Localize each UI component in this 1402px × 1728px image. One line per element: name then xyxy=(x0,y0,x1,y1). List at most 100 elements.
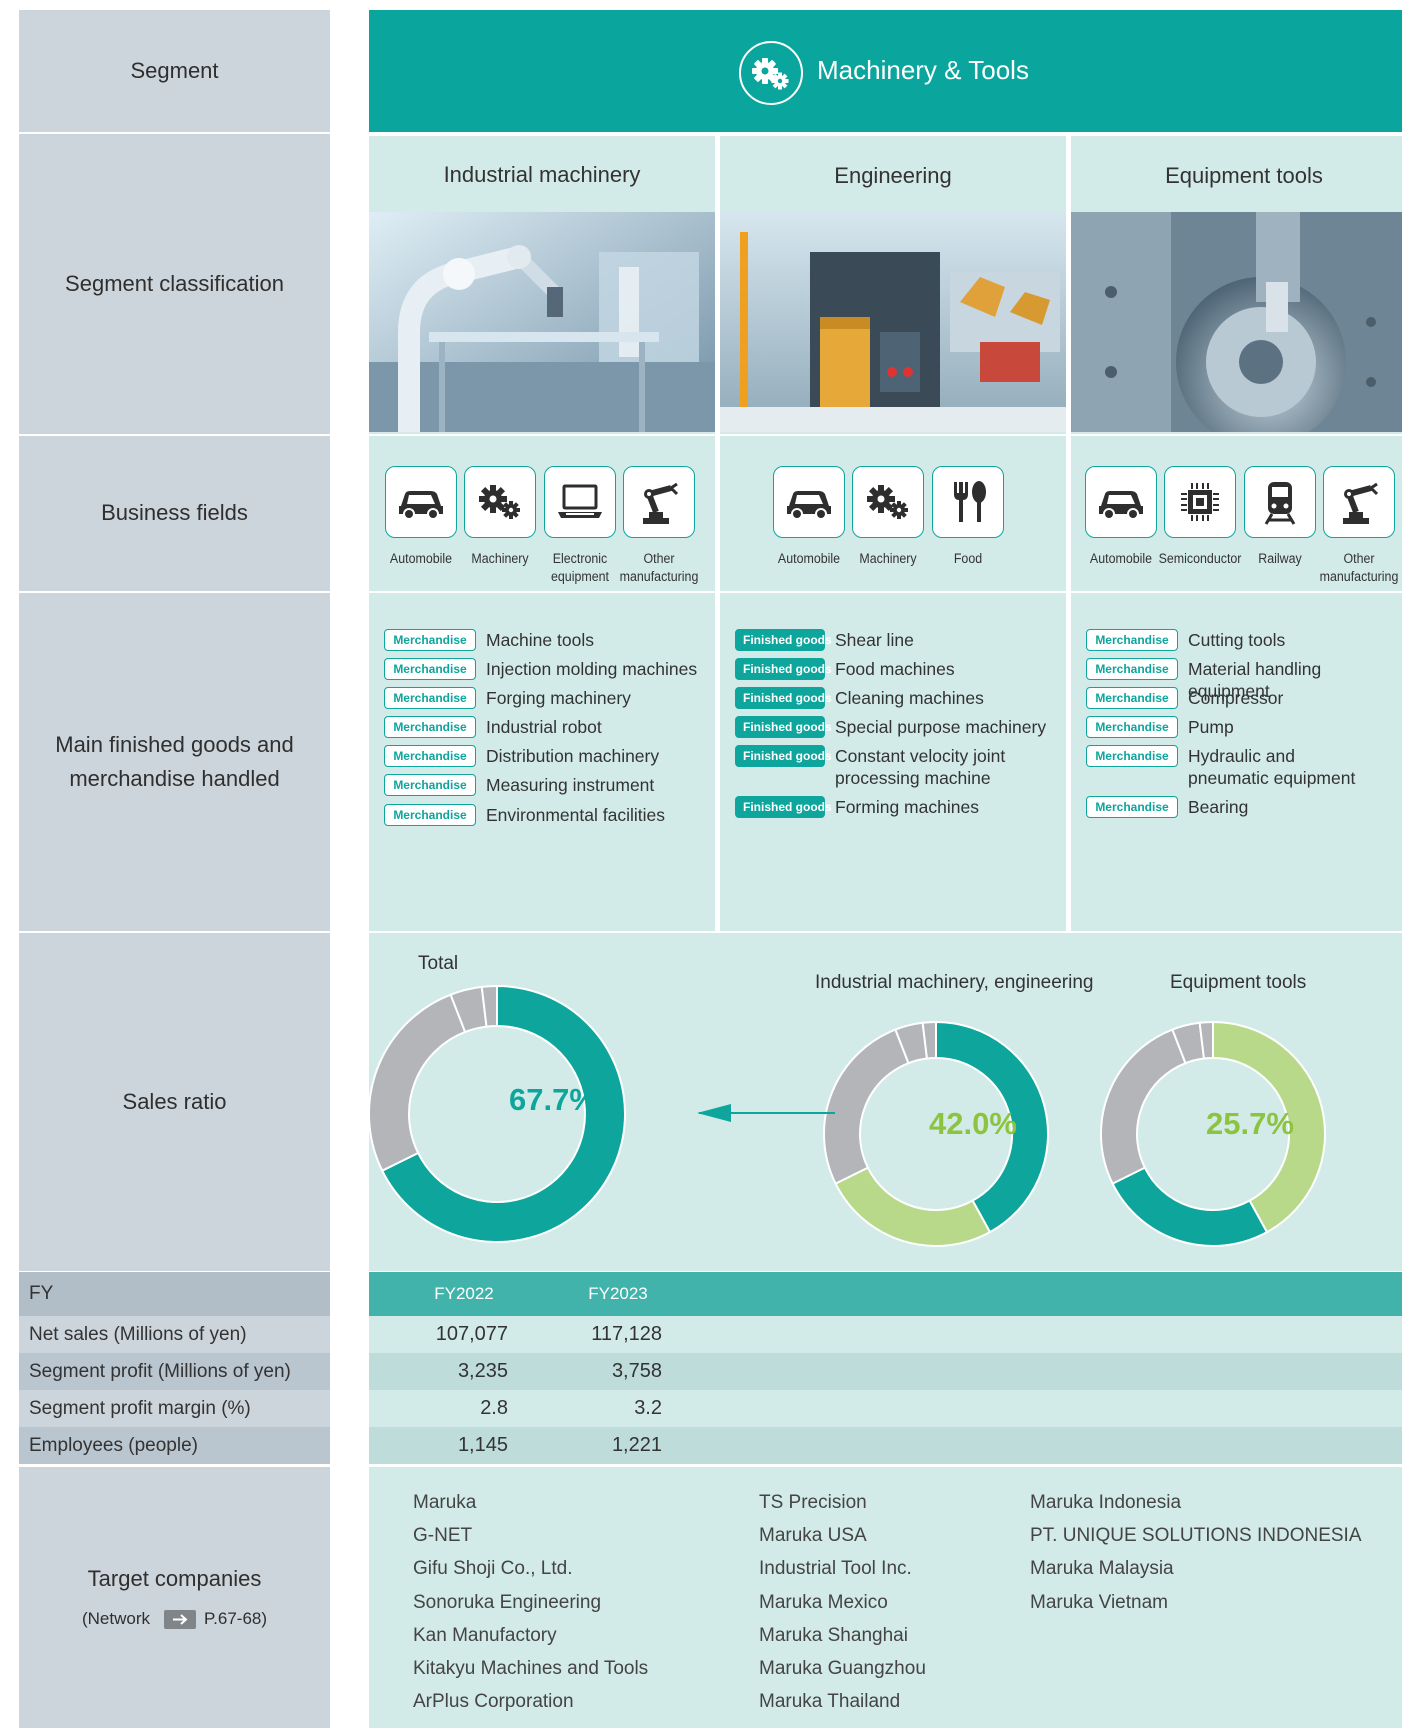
fork-spoon-icon xyxy=(932,466,1004,538)
field-label: Automobile xyxy=(1089,551,1153,566)
chart-title-industrial-engineering: Industrial machinery, engineering xyxy=(815,972,1094,993)
photo-cutting-tool xyxy=(1071,212,1402,432)
table-row-label: Net sales (Millions of yen) xyxy=(19,1316,330,1353)
company-name: Maruka Malaysia xyxy=(1030,1558,1174,1580)
pie-slice xyxy=(921,1020,937,1060)
field-label: Machinery xyxy=(859,551,917,566)
table-cell: 2.8 xyxy=(480,1397,508,1419)
photo-engineering-line xyxy=(720,212,1066,432)
fy-header-label: FY xyxy=(19,1272,330,1316)
laptop-icon xyxy=(544,466,616,538)
pie-slice xyxy=(1111,1166,1269,1247)
car-icon xyxy=(385,466,457,538)
table-row: 107,077 117,128 xyxy=(369,1316,1402,1353)
table-cell: 3,758 xyxy=(611,1360,662,1382)
table-cell: 3,235 xyxy=(457,1360,508,1382)
photo-industrial-robot xyxy=(369,212,715,432)
pie-slice xyxy=(1212,1020,1326,1234)
chart-title-equipment-tools: Equipment tools xyxy=(1170,972,1307,993)
target-companies-title: Target companies xyxy=(87,1566,262,1592)
chip-icon xyxy=(1164,466,1236,538)
fy-2022-header: FY2022 xyxy=(434,1284,494,1303)
finished-goods-tag: Finished goods xyxy=(735,658,832,680)
table-row: 1,145 1,221 xyxy=(369,1427,1402,1464)
finished-goods-tag: Finished goods xyxy=(735,796,832,818)
arrow-right-icon xyxy=(164,1610,196,1630)
gears-icon xyxy=(464,466,536,538)
company-name: ArPlus Corporation xyxy=(413,1691,574,1713)
donut-total xyxy=(369,984,626,1243)
finished-goods-tag: Finished goods xyxy=(735,687,832,709)
table-cell: 3.2 xyxy=(634,1397,662,1419)
industrial-engineering-percentage: 42.0% xyxy=(929,1106,1017,1141)
merchandise-tag: Merchandise xyxy=(1086,658,1178,680)
network-reference: (Network P.67-68) xyxy=(81,1609,268,1630)
pie-slice xyxy=(1100,1028,1187,1185)
company-name: Maruka Indonesia xyxy=(1030,1492,1182,1513)
merchandise-tag: Merchandise xyxy=(384,774,476,796)
merchandise-tag: Merchandise xyxy=(1086,629,1178,651)
field-label: Railway xyxy=(1258,551,1302,566)
robot-arm-icon xyxy=(623,466,695,538)
gears-icon xyxy=(739,41,803,105)
company-name: Maruka Vietnam xyxy=(1030,1591,1168,1613)
companies-column-3: Maruka Indonesia PT. UNIQUE SOLUTIONS IN… xyxy=(1030,1486,1362,1619)
table-cell: 1,145 xyxy=(457,1434,508,1456)
company-name: Industrial Tool Inc. xyxy=(759,1558,912,1580)
company-name: Maruka Thailand xyxy=(759,1691,901,1713)
company-name: Maruka Mexico xyxy=(759,1591,888,1613)
company-name: Maruka Shanghai xyxy=(759,1624,908,1646)
pie-slice xyxy=(1198,1020,1214,1060)
label-target-companies: Target companies (Network P.67-68) xyxy=(19,1467,330,1728)
merchandise-tag: Merchandise xyxy=(384,687,476,709)
company-name: PT. UNIQUE SOLUTIONS INDONESIA xyxy=(1030,1525,1362,1547)
gears-icon xyxy=(852,466,924,538)
merchandise-tag: Merchandise xyxy=(384,804,476,826)
pie-slice xyxy=(823,1028,910,1185)
table-cell: 107,077 xyxy=(435,1323,508,1345)
donut-equipment-tools xyxy=(1100,1020,1326,1247)
subsegment-engineering: Engineering xyxy=(834,163,952,188)
subsegment-industrial-machinery: Industrial machinery xyxy=(443,162,641,187)
sales-ratio-charts xyxy=(369,984,1326,1247)
table-row-label: Segment profit (Millions of yen) xyxy=(19,1353,330,1390)
company-name: Kan Manufactory xyxy=(413,1624,557,1646)
table-cell: 117,128 xyxy=(591,1323,662,1345)
company-name: G-NET xyxy=(413,1525,473,1547)
company-name: TS Precision xyxy=(759,1492,867,1513)
pie-slice xyxy=(480,984,498,1028)
field-label: Semiconductor xyxy=(1158,551,1242,566)
company-name: Gifu Shoji Co., Ltd. xyxy=(413,1558,573,1580)
segment-header: Machinery & Tools xyxy=(369,10,1402,132)
pie-slice xyxy=(935,1020,1049,1234)
robot-arm-icon xyxy=(1323,466,1395,538)
arrow-left-icon xyxy=(697,1104,835,1122)
table-row-label: Employees (people) xyxy=(19,1427,330,1464)
train-icon xyxy=(1244,466,1316,538)
chart-title-total: Total xyxy=(418,953,459,974)
company-name: Maruka xyxy=(413,1492,477,1513)
pie-slice xyxy=(369,993,467,1173)
car-icon xyxy=(1085,466,1157,538)
label-segment: Segment xyxy=(19,10,330,132)
company-name: Maruka USA xyxy=(759,1525,867,1547)
table-row: 3,235 3,758 xyxy=(369,1353,1402,1390)
label-business-fields: Business fields xyxy=(19,436,330,591)
field-label: Food xyxy=(953,551,983,566)
companies-column-1: Maruka G-NET Gifu Shoji Co., Ltd. Sonoru… xyxy=(413,1486,648,1718)
